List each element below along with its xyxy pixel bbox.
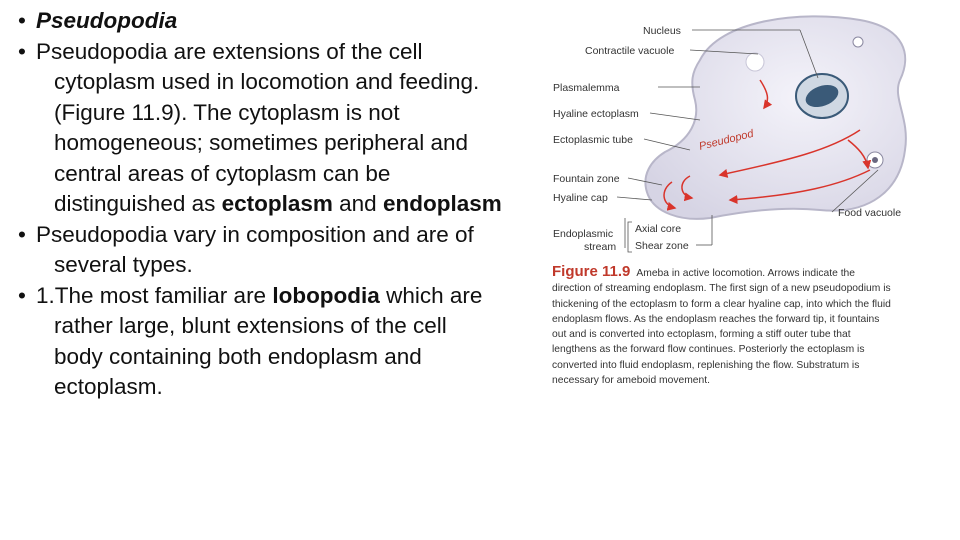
bullet-marker: • xyxy=(18,221,26,247)
leader-lines xyxy=(616,29,879,248)
vacuole-shape xyxy=(852,36,864,48)
bullet-line: 1.The most familiar are lobopodia which … xyxy=(36,282,483,308)
figure-label: Figure 11.9 xyxy=(552,263,631,280)
label-endoplasmic: Endoplasmic xyxy=(553,228,613,240)
bullet-line: rather large, blunt extensions of the ce… xyxy=(54,313,447,338)
bullet-line: body containing both endoplasm and xyxy=(54,343,422,369)
caption-line: direction of streaming endoplasm. The fi… xyxy=(552,283,891,295)
nucleus-core xyxy=(805,84,839,108)
bullet-list: • Pseudopodia • Pseudopodia are extensio… xyxy=(18,6,548,403)
label-axial-core: Axial core xyxy=(635,223,681,235)
fountain-arrow xyxy=(663,181,677,211)
label-nucleus: Nucleus xyxy=(643,25,681,37)
bullet-line: Pseudopodia vary in composition and are … xyxy=(36,221,474,247)
stream-arrow xyxy=(718,129,861,178)
bullet-line: Pseudopodia are extensions of the cell xyxy=(36,38,423,64)
bullet-line: distinguished as ectoplasm and endoplasm xyxy=(54,191,502,216)
label-shear-zone: Shear zone xyxy=(635,240,689,252)
contractile-vacuole-shape xyxy=(745,52,765,72)
bullet-line: several types. xyxy=(54,252,193,277)
caption-line: lengthens as the forward flow continues.… xyxy=(552,344,865,356)
bullet-lobopodia: • 1.The most familiar are lobopodia whic… xyxy=(18,281,548,403)
bullet-marker: • xyxy=(18,38,26,64)
term-lobopodia: lobopodia xyxy=(272,282,380,308)
bullet-line: ectoplasm. xyxy=(54,374,163,399)
bullet-line: cytoplasm used in locomotion and feeding… xyxy=(54,69,480,94)
term-ectoplasm: ectoplasm xyxy=(221,191,333,216)
ameba-figure: Pseudopod Nucleus Contractile vacuole Pl… xyxy=(553,15,907,253)
bullet-marker: • xyxy=(18,8,26,33)
ameba-cell-body xyxy=(644,15,907,220)
stream-arrow xyxy=(847,139,872,170)
caption-line: thickening of the ectoplasm to form a cl… xyxy=(552,298,891,310)
caption-line: endoplasm flows. As the endoplasm reache… xyxy=(552,313,880,325)
label-fountain-zone: Fountain zone xyxy=(553,173,620,185)
bullet-marker: • xyxy=(18,282,26,308)
bullet-pseudopodia-title: • Pseudopodia xyxy=(18,6,548,37)
bracket xyxy=(627,221,632,253)
bullet-title: Pseudopodia xyxy=(36,8,178,33)
caption-line: out and is converted into ectoplasm, for… xyxy=(552,329,851,341)
caption-line: necessary for ameboid movement. xyxy=(552,375,710,387)
bullet-line: homogeneous; sometimes peripheral and xyxy=(54,130,468,155)
caption-line: converted into fluid endoplasm, replenis… xyxy=(552,359,860,371)
fountain-arrow xyxy=(681,175,694,202)
label-stream: stream xyxy=(584,241,616,253)
label-hyaline-ectoplasm: Hyaline ectoplasm xyxy=(553,108,639,120)
label-food-vacuole: Food vacuole xyxy=(838,207,901,219)
label-contractile-vacuole: Contractile vacuole xyxy=(585,45,674,57)
term-endoplasm: endoplasm xyxy=(382,191,502,216)
bullet-line: (Figure 11.9). The cytoplasm is not xyxy=(54,99,400,125)
label-ectoplasmic-tube: Ectoplasmic tube xyxy=(553,134,633,146)
bullet-definition: • Pseudopodia are extensions of the cell… xyxy=(18,37,548,220)
stream-arrow xyxy=(728,169,871,204)
label-plasmalemma: Plasmalemma xyxy=(553,82,620,94)
food-vacuole-core xyxy=(872,157,878,163)
stream-arrow xyxy=(759,79,773,110)
bullet-line: central areas of cytoplasm can be xyxy=(54,160,391,186)
bullet-types: • Pseudopodia vary in composition and ar… xyxy=(18,220,548,281)
label-hyaline-cap: Hyaline cap xyxy=(553,192,608,204)
